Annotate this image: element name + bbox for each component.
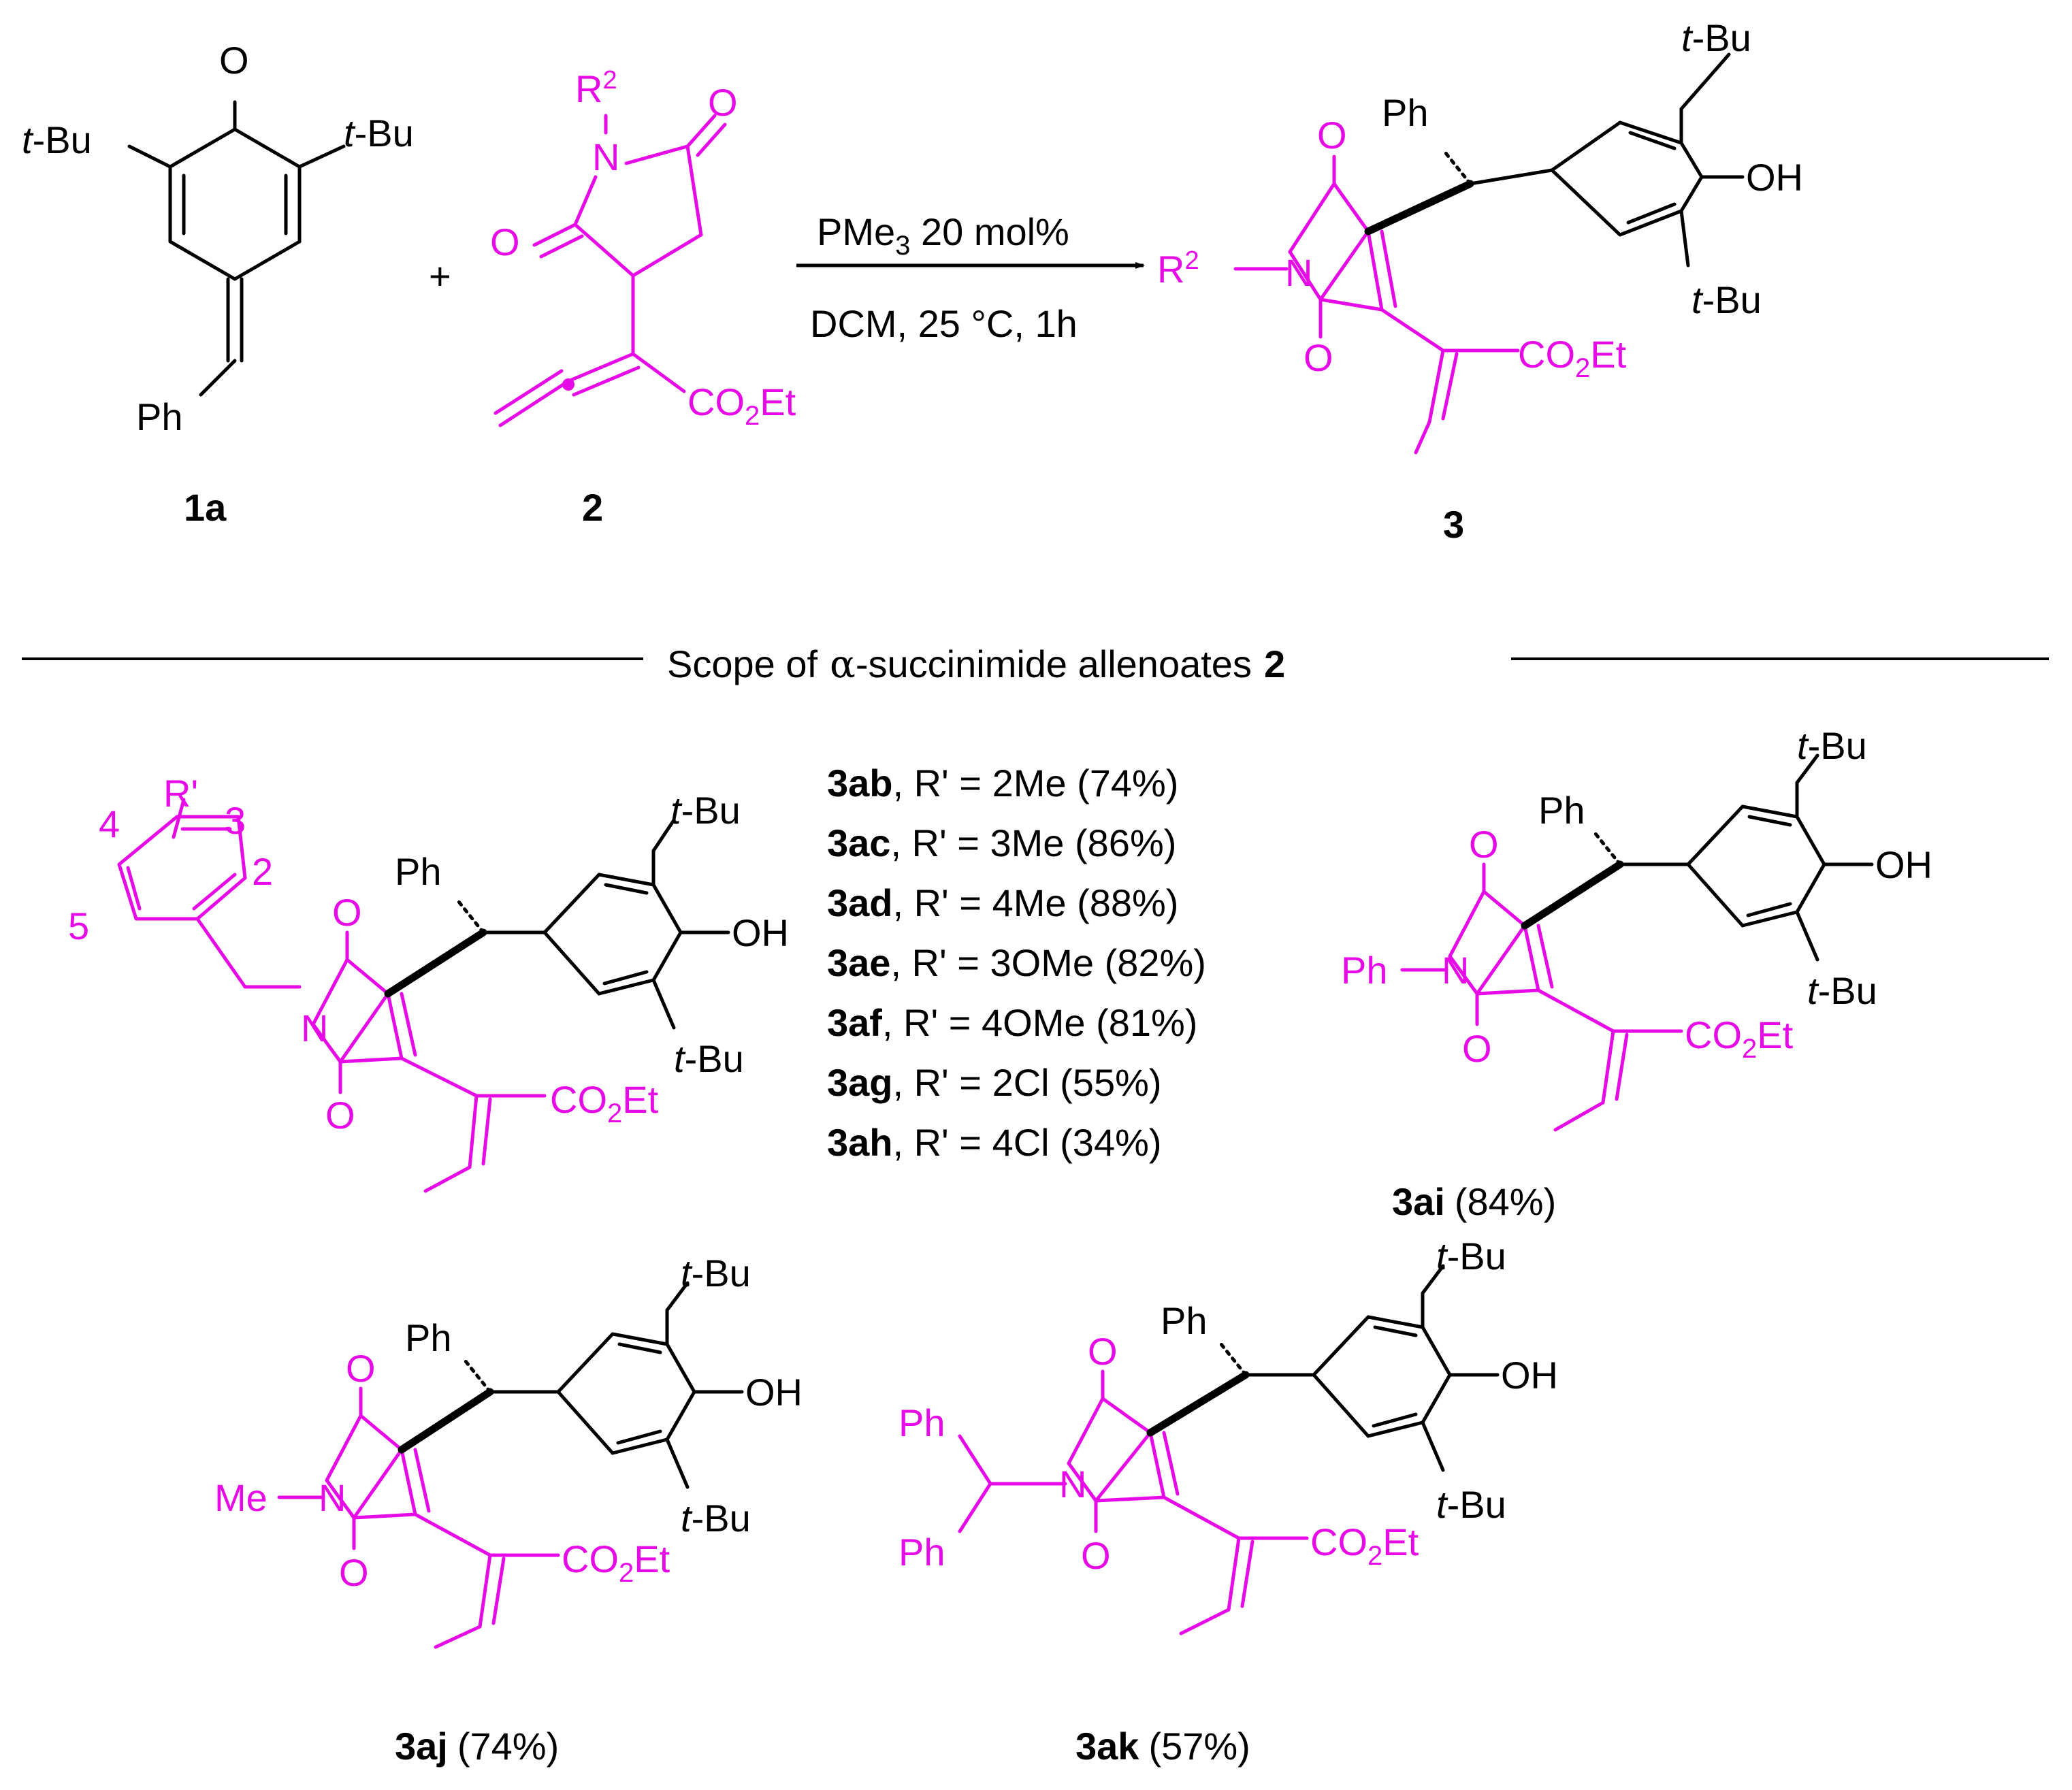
atom-o: O xyxy=(1469,823,1499,866)
ring-position-3: 3 xyxy=(225,799,246,842)
r2-label: R2 xyxy=(1157,246,1199,291)
tbu-label: t-Bu xyxy=(1681,16,1751,59)
tbu-label: t-Bu xyxy=(22,118,92,161)
atom-o: O xyxy=(1304,336,1333,379)
rprime-label: R' xyxy=(163,772,198,815)
r2-label: R2 xyxy=(575,66,617,110)
atom-o: O xyxy=(1088,1330,1118,1373)
oh-label: OH xyxy=(732,911,789,954)
tbu-label: t-Bu xyxy=(681,1497,751,1540)
tbu-label: t-Bu xyxy=(1807,969,1877,1012)
atom-n: N xyxy=(1285,251,1312,294)
list-item: 3af, R' = 4OMe (81%) xyxy=(827,1001,1197,1044)
product-3-aryl xyxy=(1364,52,1745,267)
atom-n: N xyxy=(1059,1463,1086,1506)
atom-o: O xyxy=(708,81,738,124)
oh-label: OH xyxy=(1501,1354,1558,1397)
conditions-bottom: DCM, 25 °C, 1h xyxy=(810,302,1078,345)
tbu-label: t-Bu xyxy=(1691,278,1762,321)
scope-benzyl-succinimide xyxy=(311,930,547,1193)
tbu-label: t-Bu xyxy=(674,1037,744,1080)
oh-label: OH xyxy=(1875,843,1932,886)
reactant-2-labels: R2 N O O CO2Et xyxy=(490,66,796,431)
compound-label-2: 2 xyxy=(582,486,603,529)
reactant-2 xyxy=(493,114,727,427)
atom-o: O xyxy=(332,891,362,934)
conditions-top: PMe3 20 mol% xyxy=(817,210,1069,261)
ring-position-4: 4 xyxy=(99,802,120,845)
atom-o: O xyxy=(325,1094,355,1137)
atom-n: N xyxy=(301,1007,328,1049)
atom-o: O xyxy=(1081,1534,1111,1577)
product-3-labels: O O N R2 CO2Et Ph t-Bu OH t-Bu 3 xyxy=(1157,16,1803,546)
list-item: 3ah, R' = 4Cl (34%) xyxy=(827,1121,1162,1164)
list-item: 3ag, R' = 2Cl (55%) xyxy=(827,1061,1162,1104)
ph-label: Ph xyxy=(899,1531,945,1574)
atom-o: O xyxy=(490,221,520,263)
allene-dot xyxy=(562,378,574,391)
atom-n: N xyxy=(319,1476,346,1519)
co2et-label: CO2Et xyxy=(1685,1013,1794,1064)
atom-n: N xyxy=(592,135,619,178)
compound-label-3ak: 3ak(57%) xyxy=(1075,1725,1250,1768)
list-item: 3ac, R' = 3Me (86%) xyxy=(827,821,1176,864)
reactant-1a xyxy=(127,100,346,397)
ph-label: Ph xyxy=(899,1401,945,1444)
tbu-label: t-Bu xyxy=(1436,1483,1506,1526)
ph-label: Ph xyxy=(405,1316,452,1359)
plus-sign: + xyxy=(429,255,451,297)
atom-o: O xyxy=(1462,1027,1492,1070)
oh-label: OH xyxy=(745,1371,803,1414)
scope-benzyl-aryl xyxy=(384,818,730,1030)
atom-o: O xyxy=(219,39,249,82)
co2et-label: CO2Et xyxy=(1310,1520,1419,1571)
list-item: 3ae, R' = 3OMe (82%) xyxy=(827,941,1206,984)
product-3-succinimide xyxy=(1233,154,1520,455)
ph-label: Ph xyxy=(1538,789,1585,832)
co2et-label: CO2Et xyxy=(687,380,796,431)
ph-label: Ph xyxy=(395,850,442,893)
list-item: 3ad, R' = 4Me (88%) xyxy=(827,881,1178,924)
co2et-label: CO2Et xyxy=(1518,333,1627,383)
atom-o: O xyxy=(1317,114,1347,157)
ph-label: Ph xyxy=(136,395,183,438)
ring-position-2: 2 xyxy=(252,850,273,893)
oh-label: OH xyxy=(1746,156,1803,199)
reactant-1a-labels: O t-Bu t-Bu Ph 1a xyxy=(22,39,414,529)
compound-3ai-aryl xyxy=(1521,753,1874,962)
ph-label: Ph xyxy=(1382,91,1429,134)
me-label: Me xyxy=(214,1476,268,1519)
compound-3aj-succinimide xyxy=(277,1386,560,1649)
scope-benzyl-ring xyxy=(117,798,302,989)
tbu-label: t-Bu xyxy=(681,1252,751,1295)
compound-3ak-aryl xyxy=(1146,1264,1500,1472)
compound-label-3aj: 3aj(74%) xyxy=(395,1725,559,1768)
scope-benzyl-labels: R' 3 4 2 5 O O N CO2Et Ph t-Bu OH t-Bu xyxy=(68,772,789,1137)
atom-o: O xyxy=(346,1347,376,1390)
ph-label: Ph xyxy=(1161,1299,1208,1342)
ring-position-5: 5 xyxy=(68,905,89,947)
compound-3ai-labels: O O N Ph CO2Et Ph t-Bu OH t-Bu 3ai(84%) xyxy=(1341,724,1932,1223)
compound-3ai-succinimide xyxy=(1400,862,1683,1132)
tbu-label: t-Bu xyxy=(670,789,741,832)
tbu-label: t-Bu xyxy=(1436,1235,1506,1278)
co2et-label: CO2Et xyxy=(550,1078,659,1128)
compound-3ak-succinimide xyxy=(958,1369,1309,1636)
tbu-label: t-Bu xyxy=(344,112,414,154)
compound-3ak-labels: O O N Ph Ph CO2Et Ph t-Bu OH t-Bu 3ak(57… xyxy=(899,1235,1558,1768)
substituent-list: 3ab, R' = 2Me (74%) 3ac, R' = 3Me (86%) … xyxy=(827,762,1206,1164)
atom-n: N xyxy=(1442,949,1469,992)
co2et-label: CO2Et xyxy=(562,1537,670,1588)
tbu-label: t-Bu xyxy=(1797,724,1867,767)
compound-label-1a: 1a xyxy=(184,486,227,529)
compound-label-3: 3 xyxy=(1443,503,1464,546)
atom-o: O xyxy=(339,1551,369,1594)
ph-label: Ph xyxy=(1341,949,1388,992)
compound-3aj-aryl xyxy=(398,1281,744,1489)
list-item: 3ab, R' = 2Me (74%) xyxy=(827,762,1178,804)
compound-3aj-labels: O O N Me CO2Et Ph t-Bu OH t-Bu 3aj(74%) xyxy=(214,1252,803,1768)
compound-label-3ai: 3ai(84%) xyxy=(1392,1180,1556,1223)
